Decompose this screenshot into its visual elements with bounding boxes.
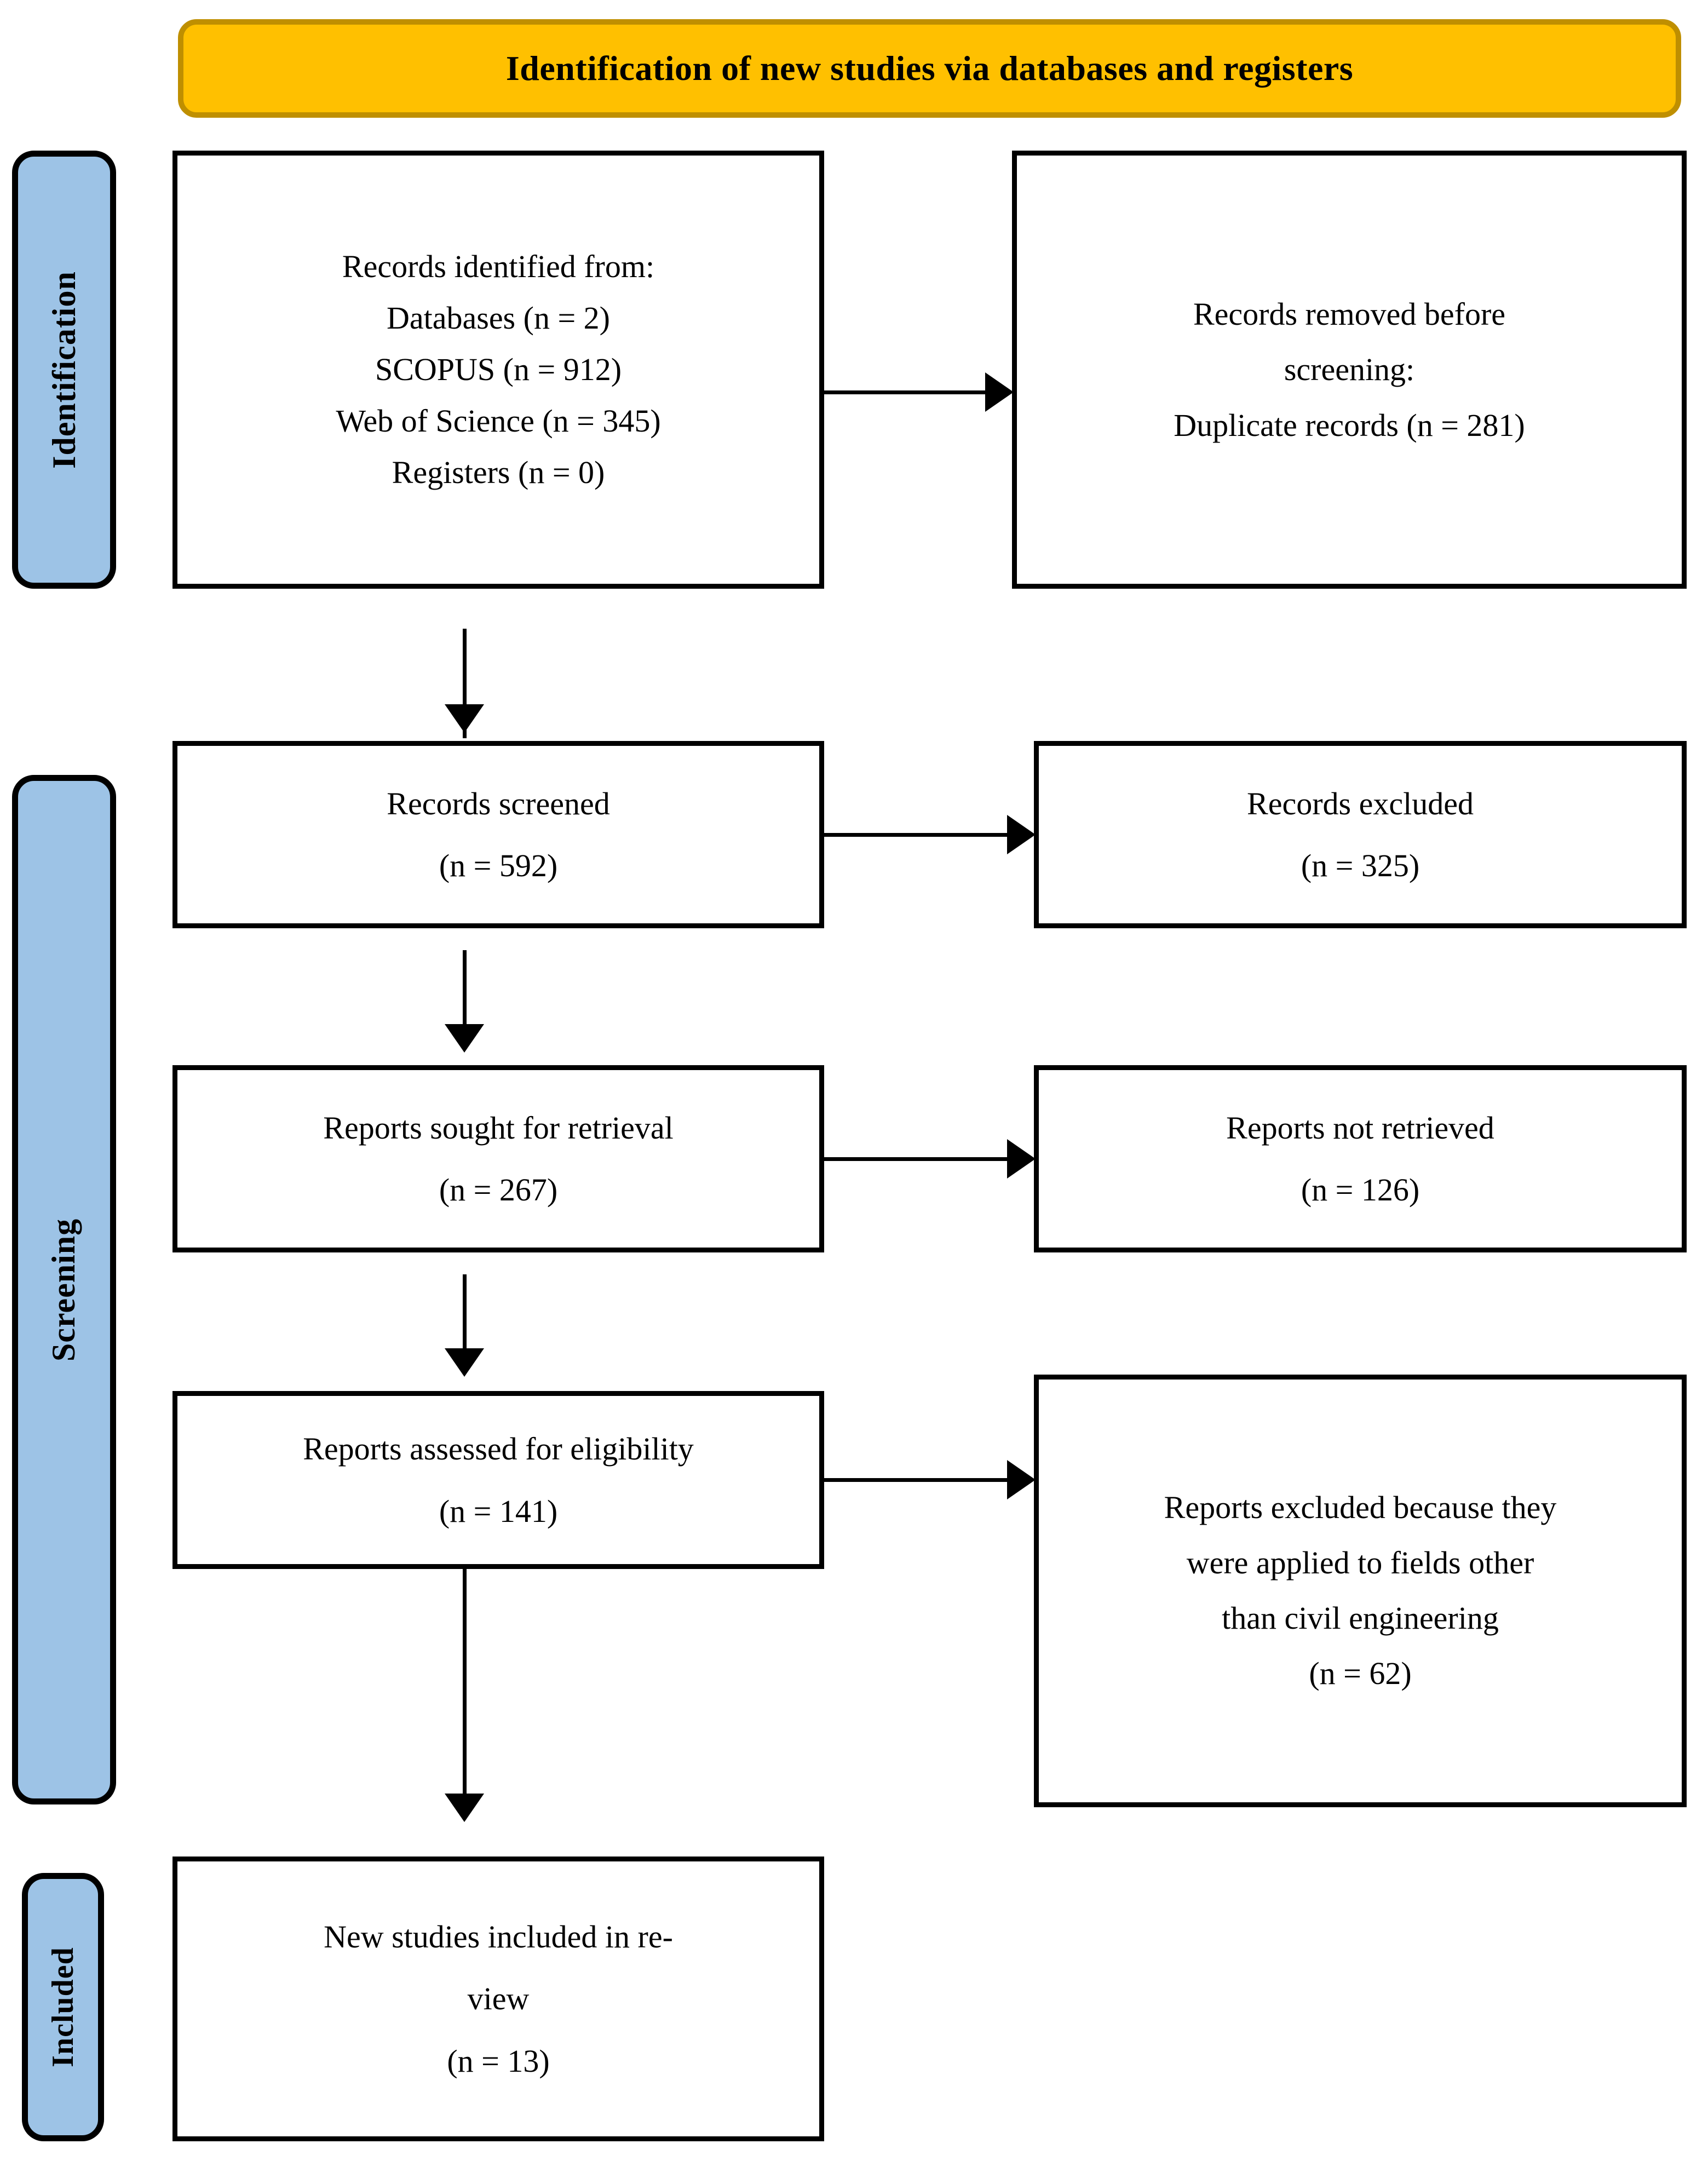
box-line: (n = 13) — [447, 2043, 550, 2079]
box-reports-sought: Reports sought for retrieval (n = 267) — [172, 1065, 824, 1252]
connector-assessed-to-included — [463, 1569, 467, 1794]
stage-tab-screening-label: Screening — [45, 1218, 82, 1361]
box-line: SCOPUS (n = 912) — [375, 352, 622, 388]
box-reports-excluded: Reports excluded because they were appli… — [1034, 1375, 1687, 1807]
diagram-title: Identification of new studies via databa… — [505, 48, 1354, 88]
box-reports-not-retrieved: Reports not retrieved (n = 126) — [1034, 1065, 1687, 1252]
box-line: (n = 126) — [1301, 1172, 1420, 1208]
stage-tab-identification: Identification — [12, 151, 116, 589]
arrowhead-identified-to-screened — [445, 704, 484, 733]
arrowhead-assessed-to-included — [445, 1794, 484, 1822]
box-line: Databases (n = 2) — [387, 300, 610, 336]
connector-identified-to-removed — [824, 390, 985, 394]
box-line: Reports excluded because they — [1164, 1490, 1557, 1526]
box-line: Reports sought for retrieval — [323, 1110, 674, 1146]
box-line: (n = 325) — [1301, 848, 1420, 883]
connector-sought-to-notretrieved — [824, 1157, 1007, 1161]
arrowhead-sought-to-notretrieved — [1007, 1139, 1036, 1179]
box-line: Duplicate records (n = 281) — [1174, 407, 1525, 443]
stage-tab-identification-label: Identification — [45, 271, 82, 469]
box-line: Records removed before — [1193, 296, 1506, 332]
box-records-screened: Records screened (n = 592) — [172, 741, 824, 928]
connector-screened-to-excluded — [824, 833, 1007, 837]
box-line: than civil engineering — [1222, 1600, 1499, 1636]
connector-screened-to-sought — [463, 950, 467, 1038]
arrowhead-identified-to-removed — [985, 372, 1014, 412]
stage-tab-screening: Screening — [12, 775, 116, 1804]
arrowhead-sought-to-assessed — [445, 1348, 484, 1377]
box-line: Web of Science (n = 345) — [336, 403, 661, 439]
box-records-excluded: Records excluded (n = 325) — [1034, 741, 1687, 928]
box-line: Records identified from: — [342, 249, 655, 285]
arrowhead-assessed-to-repexcluded — [1007, 1460, 1036, 1499]
box-reports-assessed: Reports assessed for eligibility (n = 14… — [172, 1391, 824, 1569]
box-line: (n = 62) — [1309, 1655, 1412, 1691]
box-line: screening: — [1284, 352, 1415, 388]
box-line: Registers (n = 0) — [392, 454, 605, 490]
box-line: Reports assessed for eligibility — [303, 1431, 694, 1467]
connector-sought-to-assessed — [463, 1274, 467, 1362]
stage-tab-included-label: Included — [46, 1947, 80, 2067]
box-line: (n = 592) — [439, 848, 558, 883]
box-line: New studies included in re- — [324, 1919, 673, 1955]
connector-identified-to-screened — [463, 629, 467, 738]
box-line: (n = 141) — [439, 1493, 558, 1529]
diagram-header-banner: Identification of new studies via databa… — [178, 19, 1681, 118]
box-records-removed: Records removed before screening: Duplic… — [1012, 151, 1687, 589]
box-line: Records screened — [387, 785, 610, 821]
connector-assessed-to-repexcluded — [824, 1478, 1007, 1482]
box-line: view — [467, 1981, 530, 2017]
box-line: were applied to fields other — [1186, 1545, 1534, 1581]
arrowhead-screened-to-excluded — [1007, 815, 1036, 854]
box-line: (n = 267) — [439, 1172, 558, 1208]
arrowhead-screened-to-sought — [445, 1024, 484, 1053]
box-line: Reports not retrieved — [1226, 1110, 1494, 1146]
stage-tab-included: Included — [22, 1873, 104, 2141]
box-line: Records excluded — [1247, 785, 1474, 821]
box-records-identified: Records identified from: Databases (n = … — [172, 151, 824, 589]
box-new-studies-included: New studies included in re- view (n = 13… — [172, 1857, 824, 2141]
